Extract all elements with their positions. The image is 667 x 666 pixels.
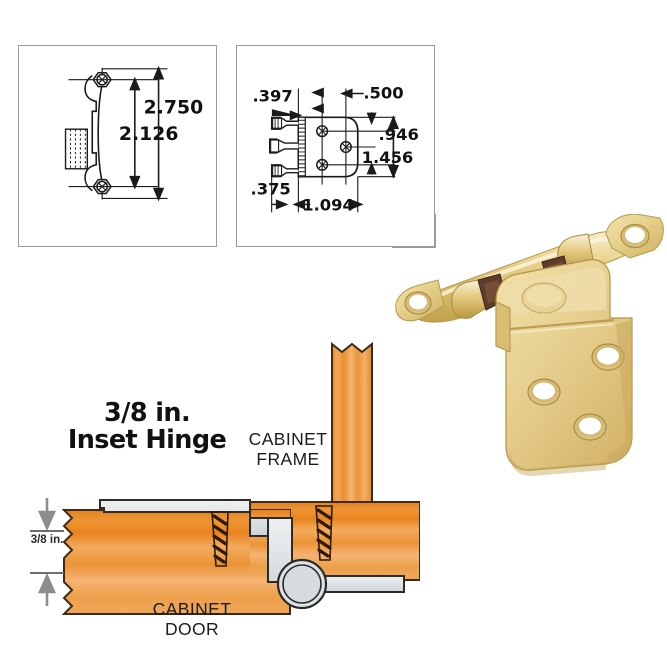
title-line-1: 3/8 in. [103, 398, 191, 428]
dimension-1456-text: 1.456 [362, 148, 414, 167]
inset-dimension-label: 3/8 in. [30, 534, 64, 546]
caption-cabinet-frame-line-1: CABINET [248, 429, 328, 449]
dimension-500-text: .500 [363, 83, 403, 102]
brass-hinge-photo [392, 214, 667, 476]
dimension-2126-text: 2.126 [119, 124, 178, 145]
diagram-title: 3/8 in. Inset Hinge [62, 398, 232, 456]
dimension-397-text: .397 [252, 86, 292, 105]
caption-cabinet-door-line-1: CABINET [152, 599, 232, 619]
caption-cabinet-frame: CABINET FRAME [238, 429, 338, 469]
caption-cabinet-door: CABINET DOOR [133, 599, 251, 639]
dimension-946-text: .946 [379, 125, 419, 144]
technical-drawing-panel-plan-view: .397 .500 [236, 45, 435, 247]
dimension-375-text: .375 [251, 180, 291, 199]
inset-hinge-cross-section-diagram [0, 330, 420, 666]
dimension-1094-text: 1.094 [302, 195, 354, 214]
caption-cabinet-door-line-2: DOOR [164, 618, 220, 639]
caption-cabinet-frame-line-2: FRAME [256, 448, 320, 469]
dimension-2750-text: 2.750 [144, 97, 203, 118]
title-line-2: Inset Hinge [67, 425, 227, 456]
technical-drawing-panel-side-profile: 2.126 2.750 [18, 45, 217, 247]
